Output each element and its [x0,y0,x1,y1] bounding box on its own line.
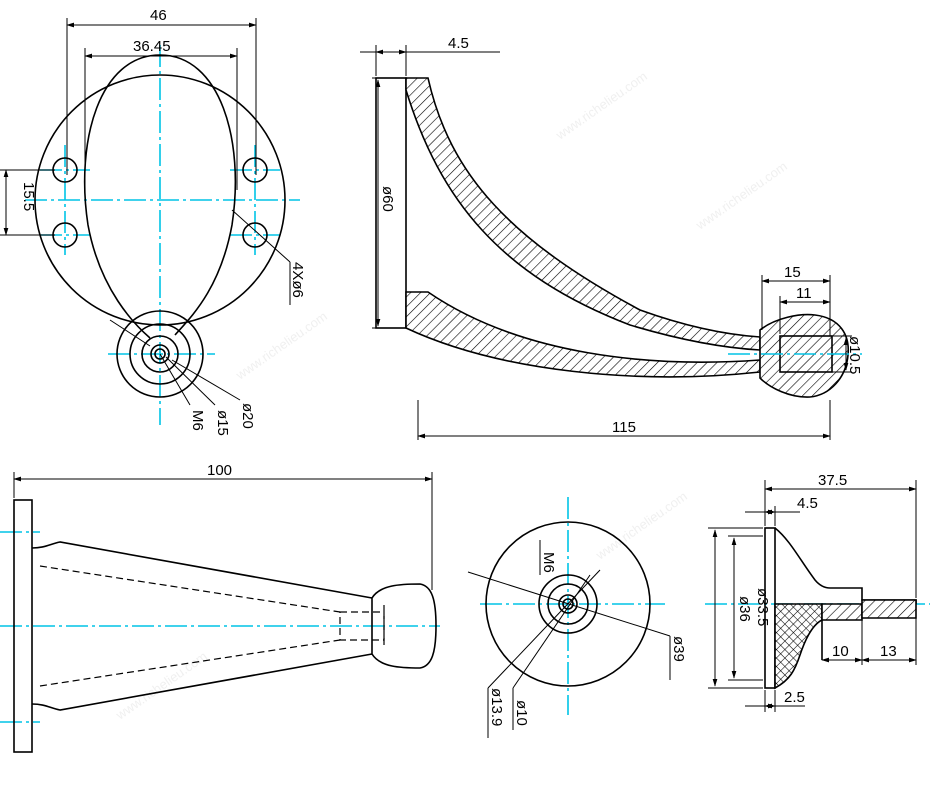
thread-hole [558,594,578,614]
dim-d36: ø36 [736,596,753,622]
hidden-bore [339,611,385,641]
thread-hole [150,344,170,364]
leader-line [171,359,241,401]
knob-ring [129,323,191,385]
dim-36-45: 36.45 [133,38,171,55]
knob-section-neck [821,603,863,621]
label-m6: M6 [189,410,206,431]
end-ring [538,574,598,634]
knob-profile-upper [774,527,917,604]
arm-outline [83,54,161,339]
label-d13-9: ø13.9 [488,688,505,726]
label-d15: ø15 [214,410,231,436]
arm-outline [159,54,237,336]
top-left-view: 46 36.45 15.5 4Xø6 M6 ø15 ø20 [0,7,306,436]
thread-hole [562,598,574,610]
dim-10: 10 [832,643,849,660]
top-right-view: 4.5 ø60 115 15 11 ø10.5 [360,35,863,440]
dim-d33-5: ø33.5 [754,588,771,626]
hidden-line [39,639,341,687]
label-d10: ø10 [513,700,530,726]
dim-d60: ø60 [379,186,396,212]
knob-ring [141,335,179,373]
bottom-middle-view: ø39 ø13.9 ø10 M6 [467,497,687,738]
label-4x06: 4Xø6 [289,262,306,298]
leader-line [467,571,671,637]
watermark-text: www.richelieu.com [592,488,690,563]
dim-15-5: 15.5 [20,182,37,211]
leader-line [512,574,591,689]
bottom-left-view: 100 [0,462,440,753]
label-m6: M6 [540,552,557,573]
dim-13: 13 [880,643,897,660]
watermark-text: www.richelieu.com [552,68,650,143]
knob-outline [371,583,437,669]
leader-line [487,569,601,689]
mount-hole [242,222,268,248]
dim-11: 11 [796,285,812,302]
leader-line [231,209,291,263]
leader-line [165,356,216,406]
dim-37-5: 37.5 [818,472,847,489]
dim-100: 100 [207,462,232,479]
dim-4-5: 4.5 [448,35,469,52]
leader-line [109,319,151,347]
dim-46: 46 [150,7,167,24]
knob-section-stem [861,599,917,619]
knob-section-solid [774,603,823,690]
mount-hole [242,157,268,183]
knob-outer [116,310,204,398]
hidden-line [39,565,341,613]
dim-2-5: 2.5 [784,689,805,706]
dim-15: 15 [784,264,801,281]
dim-115: 115 [612,419,636,436]
dim-d10-5: ø10.5 [846,336,863,374]
watermark-text: www.richelieu.com [232,308,330,383]
bottom-right-view: 37.5 4.5 ø36 ø33.5 10 13 2.5 [705,472,930,712]
leader-line [159,353,191,406]
flange-plate [13,499,33,753]
arm-upper-edge [31,541,373,599]
label-d20: ø20 [239,403,256,429]
end-ring [547,583,589,625]
plate-outline [34,74,286,326]
watermark-text: www.richelieu.com [692,158,790,233]
arm-lower-edge [31,653,373,711]
knob-section [759,313,850,398]
thread-hole [154,348,166,360]
end-outline [485,521,651,687]
dim-4-5b: 4.5 [797,495,818,512]
label-d39: ø39 [670,636,687,662]
